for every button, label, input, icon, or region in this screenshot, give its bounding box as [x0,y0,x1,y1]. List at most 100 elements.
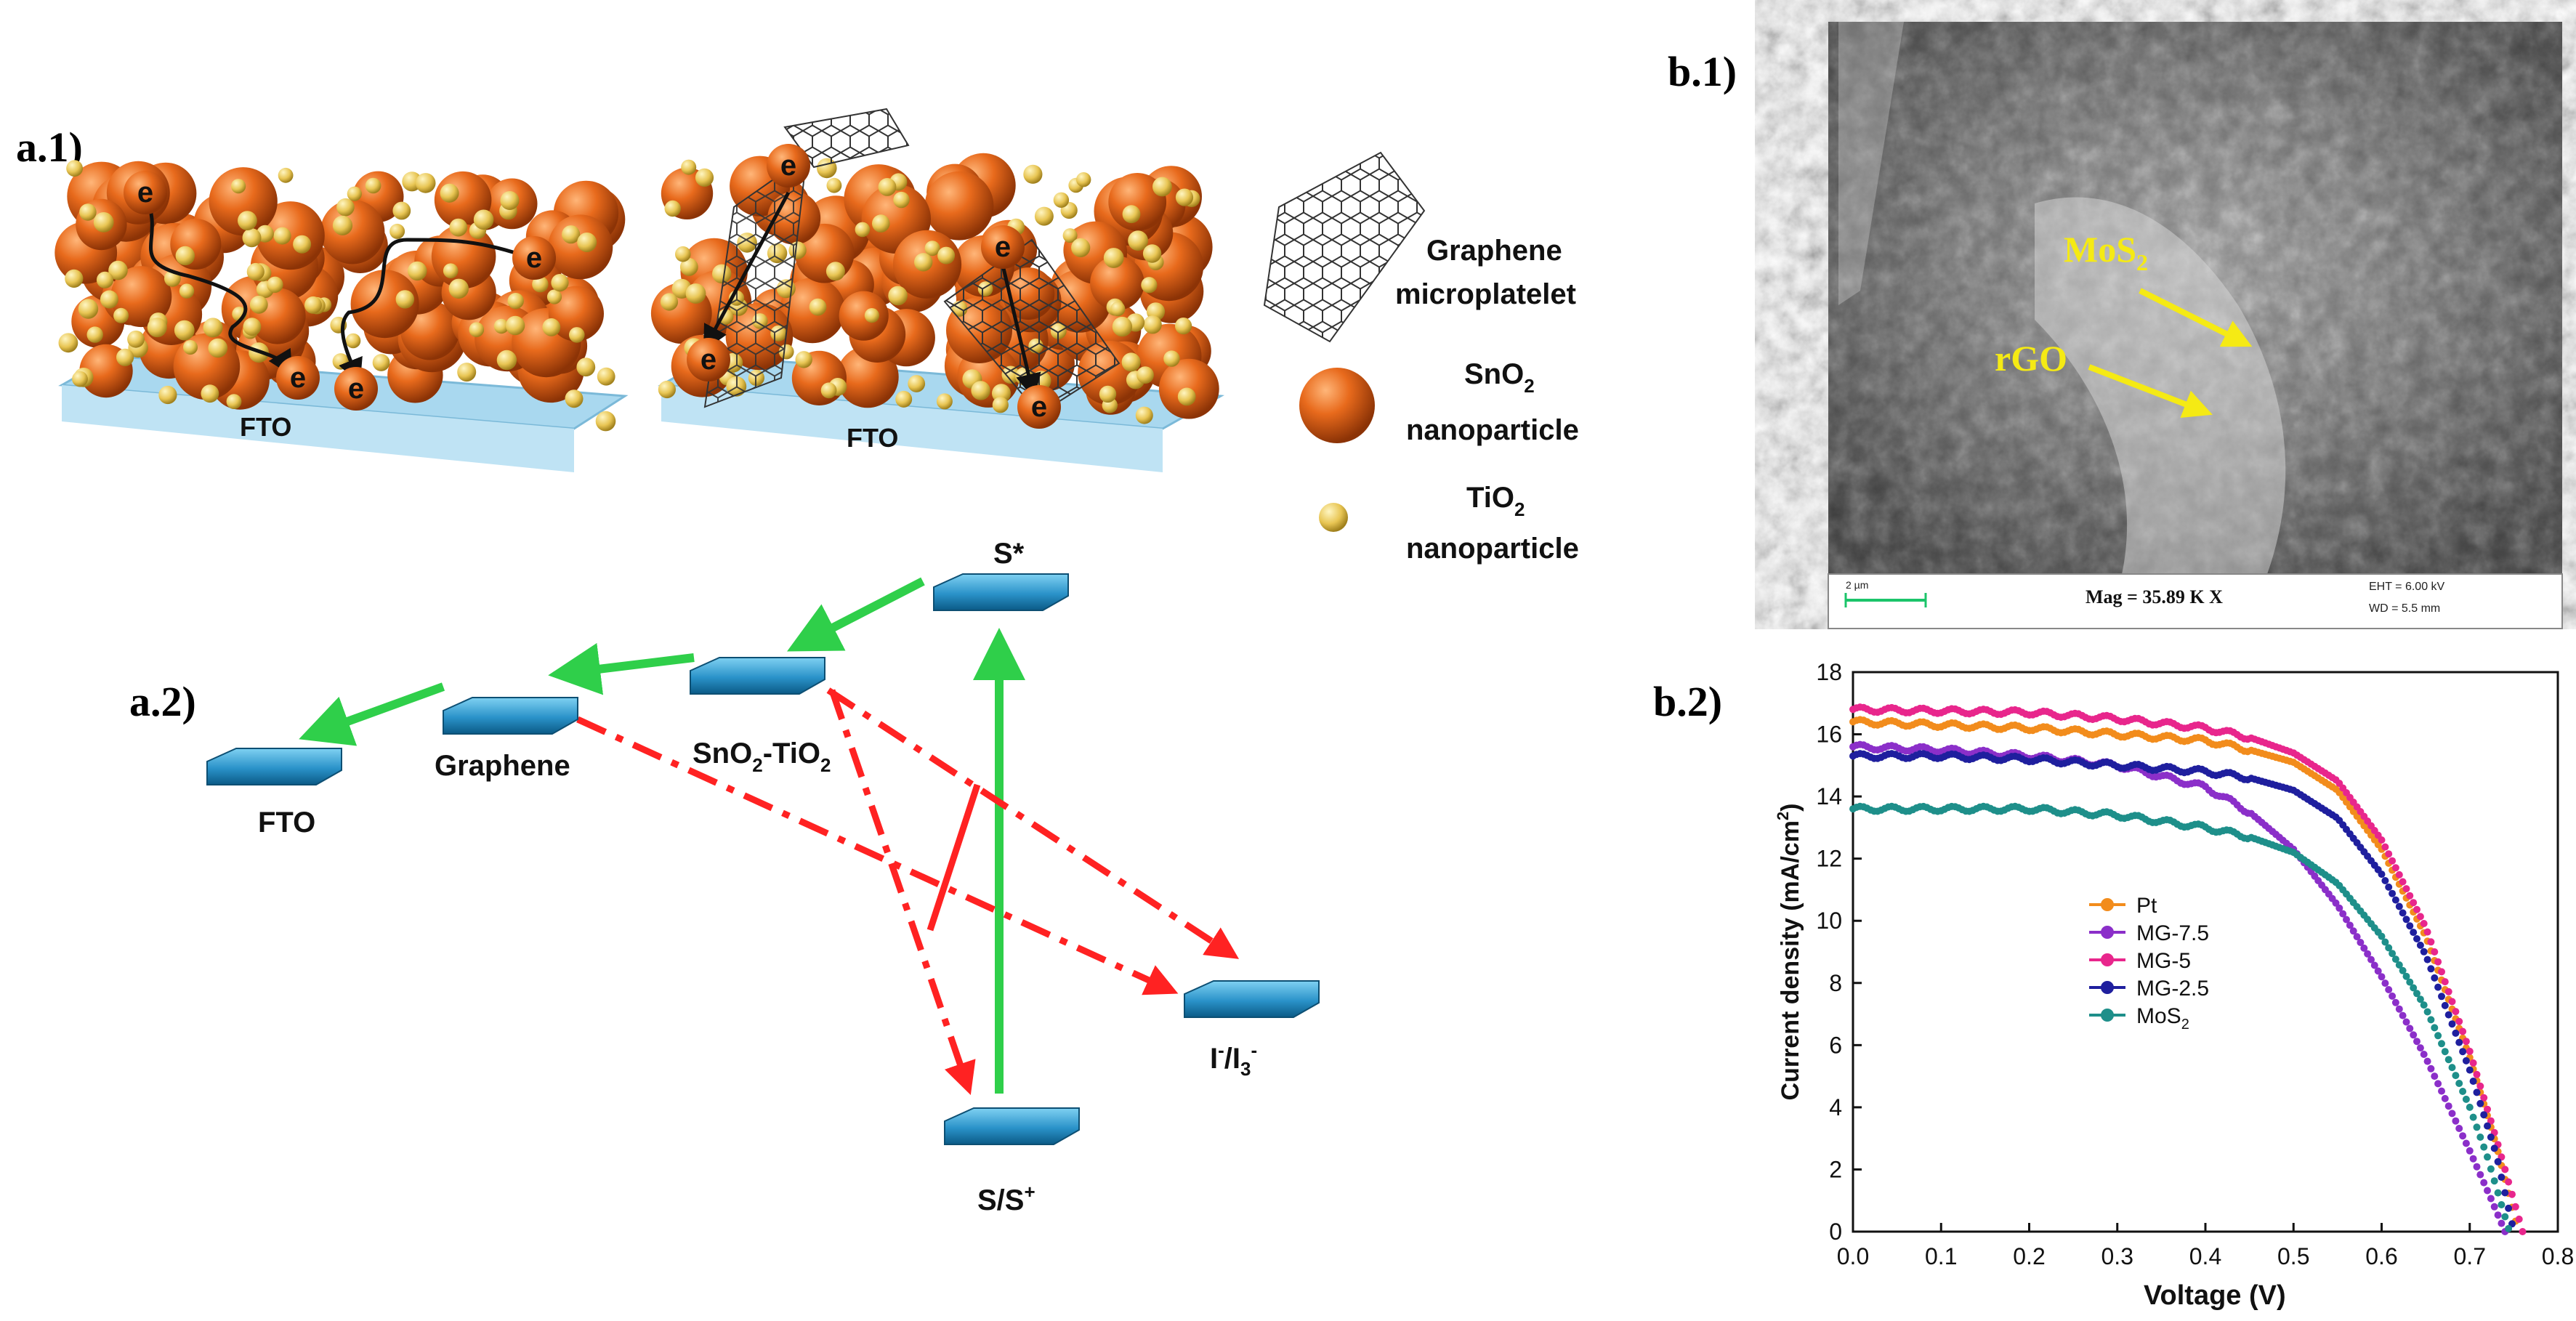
data-point [2487,1117,2495,1125]
tio2-nanoparticle [546,289,562,304]
data-point [2406,978,2414,986]
tio2-nanoparticle [992,397,1009,413]
tio2-nanoparticle [1076,172,1091,187]
electron-marker: e [767,144,810,187]
tio2-nanoparticle [569,327,585,343]
data-point [2402,885,2410,893]
tio2-nanoparticle [597,367,615,386]
data-point [2498,1219,2506,1227]
data-point [2420,948,2428,956]
level-label-s-star: S* [993,538,1025,570]
data-point [2431,1024,2439,1032]
svg-text:e: e [348,373,364,405]
y-tick-label: 8 [1829,970,1842,996]
svg-text:e: e [995,231,1011,263]
data-point [2420,1001,2428,1009]
data-point [2427,1065,2435,1072]
tio2-nanoparticle [685,283,706,304]
tio2-nanoparticle [1136,366,1154,384]
sno2-nanoparticle [1090,256,1144,311]
sem-label-rgo: rGO [1995,338,2067,379]
data-point [2335,904,2343,912]
tio2-nanoparticle [93,212,114,233]
data-point [2452,1117,2460,1125]
data-point [2519,1228,2527,1235]
data-point [2452,1072,2460,1080]
tio2-nanoparticle [914,253,933,272]
data-point [2462,1139,2470,1147]
data-point [2353,933,2361,941]
y-axis-label: Current density (mA/cm2) [1774,804,1804,1101]
legend-graphene-line2: microplatelet [1395,278,1576,310]
x-tick-label: 0.8 [2542,1243,2574,1269]
tio2-nanoparticle [1103,248,1124,268]
plot-area [1852,671,2559,1233]
tio2-nanoparticle [795,351,812,368]
data-point [2364,950,2372,958]
level-label-redox: I-/I3- [1210,1039,1257,1080]
legend-label: MG-2.5 [2136,977,2209,1001]
tio2-nanoparticle [332,215,353,235]
data-point [2498,1201,2506,1208]
tio2-nanoparticle [1135,406,1153,424]
tio2-nanoparticle [507,293,524,310]
data-point [2431,948,2439,956]
data-point [2385,883,2393,891]
data-point [2413,935,2420,942]
data-point [2484,1187,2491,1195]
data-point [2484,1153,2491,1161]
data-point [2349,927,2357,935]
data-point [2402,916,2410,924]
level-label-fto: FTO [258,807,315,839]
data-point [2505,1204,2513,1212]
data-point [2395,1005,2403,1013]
tio2-nanoparticle [1112,316,1133,337]
panel-label-b2: b.2) [1653,678,1722,725]
data-point [2466,1047,2474,1055]
data-point [2455,1125,2463,1132]
tio2-nanoparticle [695,168,714,187]
data-point [2413,905,2420,913]
data-point [2444,1011,2452,1019]
svg-text:e: e [526,242,542,274]
particle-cluster [54,160,626,432]
data-point [2494,1158,2502,1166]
sno2-nanoparticle [209,167,278,236]
legend-item: MoS2 [2089,1004,2189,1033]
legend-sno2-label: SnO2 [1464,358,1535,397]
tio2-nanoparticle [389,223,405,239]
tio2-nanoparticle [365,177,381,194]
data-point [2381,938,2389,946]
data-point [2487,1165,2495,1173]
data-point [2367,956,2375,964]
x-tick-label: 0.1 [1925,1243,1957,1269]
tio2-nanoparticle [888,286,908,306]
data-point [2389,857,2397,865]
legend-label: MG-5 [2136,949,2191,973]
data-point [2389,950,2397,958]
data-point [2448,1064,2456,1072]
tio2-nanoparticle [242,228,262,248]
tio2-legend-icon [1319,503,1348,532]
tio2-nanoparticle [345,333,361,349]
sno2-legend-icon [1299,368,1375,443]
tio2-nanoparticle [449,218,468,237]
fto-label: FTO [847,423,898,453]
data-point [2438,968,2445,976]
tio2-nanoparticle [79,203,97,221]
data-point [2441,1094,2449,1102]
tio2-nanoparticle [1121,352,1141,372]
data-point [2452,1008,2460,1016]
data-point [2402,972,2410,980]
data-point [2391,998,2399,1006]
data-point [2416,941,2424,949]
data-point [2381,979,2389,987]
data-point [2480,1111,2488,1119]
data-point [2416,1044,2424,1052]
data-point [2413,1038,2420,1046]
tio2-nanoparticle [58,333,78,353]
electron-marker: e [334,367,378,411]
data-point [2410,929,2418,937]
y-tick-label: 6 [1829,1032,1842,1058]
tio2-nanoparticle [395,290,414,309]
